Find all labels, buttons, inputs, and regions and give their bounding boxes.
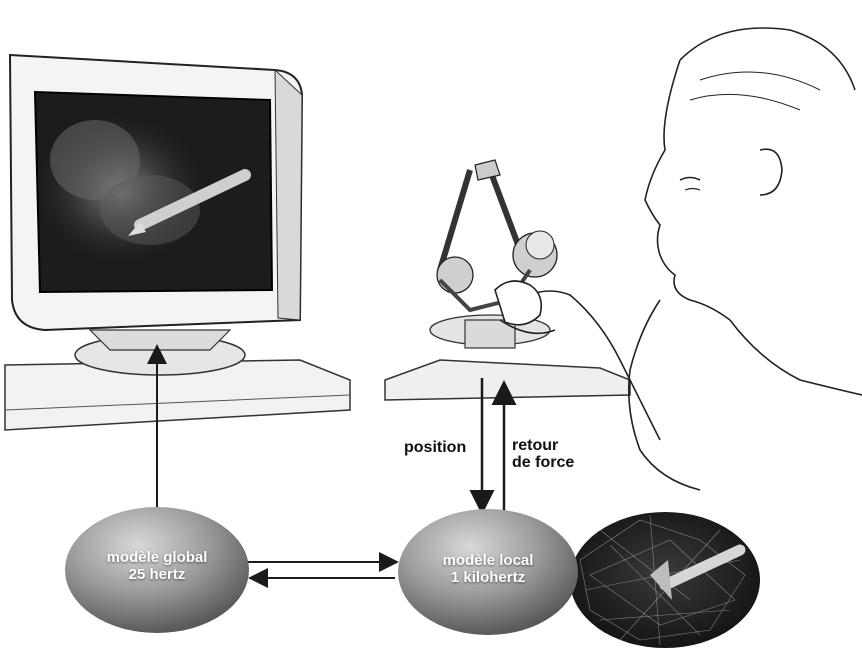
global-model-label: modèle global 25 hertz [77, 549, 237, 584]
global-model-frequency: 25 hertz [77, 566, 237, 583]
position-label: position [404, 440, 466, 457]
mesh-sphere [570, 512, 760, 648]
monitor-illustration [5, 55, 350, 430]
haptic-device-illustration [385, 160, 630, 400]
force-feedback-label: retour de force [512, 438, 574, 472]
local-model-label: modèle local 1 kilohertz [408, 552, 568, 587]
global-model-title: modèle global [77, 549, 237, 566]
force-feedback-label-line2: de force [512, 455, 574, 472]
local-model-title: modèle local [408, 552, 568, 569]
local-model-frequency: 1 kilohertz [408, 569, 568, 586]
force-feedback-label-line1: retour [512, 438, 574, 455]
